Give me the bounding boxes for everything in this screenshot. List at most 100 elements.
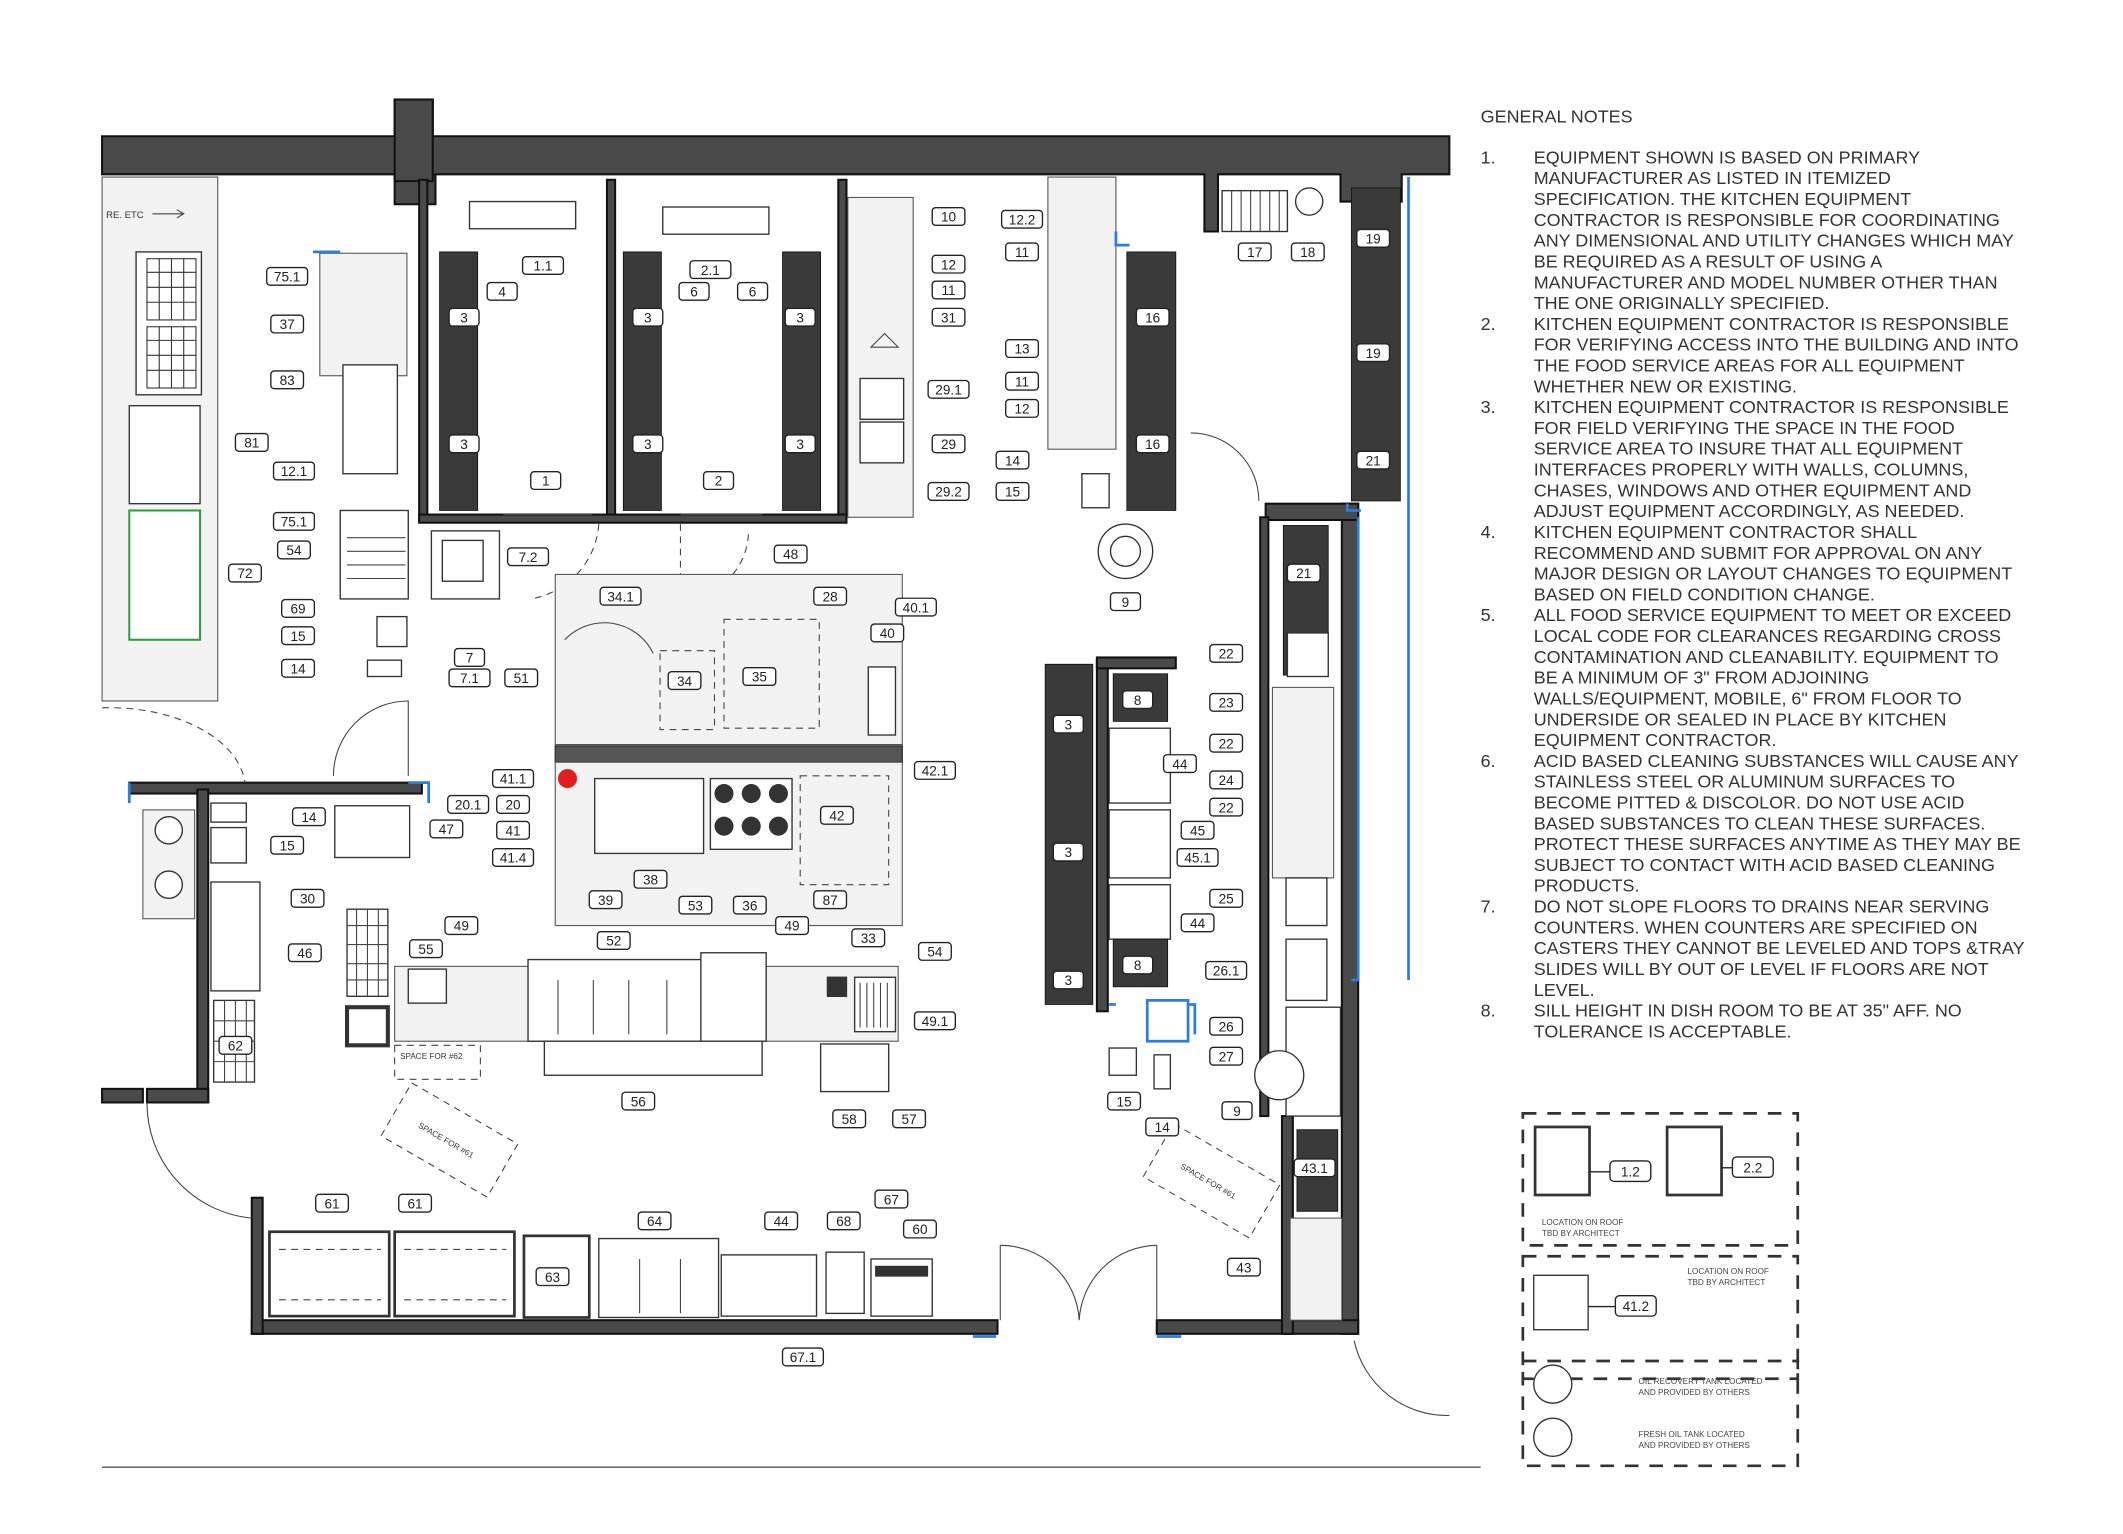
plan-drawing-element [319,252,408,377]
equipment-tag: 49 [775,916,810,936]
plan-drawing-element [128,509,202,641]
equipment-tag: 61 [315,1193,350,1213]
equipment-tag-label: 33 [861,931,876,946]
plan-drawing-element [1145,999,1190,1043]
equipment-tag-box [1005,242,1040,262]
equipment-tag-box [1237,242,1272,262]
equipment-tag: 67.1 [781,1347,825,1367]
equipment-tag: 38 [633,869,668,889]
equipment-tag: 26 [1209,1016,1244,1036]
equipment-tag-box [486,281,518,301]
plan-drawing-element [1285,938,1328,1002]
note-line: ACID BASED CLEANING SUBSTANCES WILL CAUS… [1534,751,2019,771]
equipment-tag-box [1209,797,1244,817]
equipment-tag-label: 36 [742,898,757,913]
equipment-tag-box [1135,307,1170,327]
equipment-tag-label: 3 [1065,717,1073,732]
note-line: SERVICE AREA TO INSURE THAT ALL EQUIPMEN… [1534,439,1963,459]
equipment-tag-label: 8 [1134,693,1142,708]
equipment-tag-box [270,835,305,855]
equipment-tag: 15 [281,626,316,646]
equipment-tag-box [444,916,479,936]
note-line: ANY DIMENSIONAL AND UTILITY CHANGES WHIC… [1534,231,2014,251]
equipment-tag-box [272,511,316,531]
bottom-wall-right [1155,1319,1360,1335]
plan-drawing-element [334,805,411,859]
equipment-tag: 9 [1109,592,1142,612]
equipment-tag-label: 67 [884,1192,899,1207]
equipment-tag: 14 [281,658,316,678]
equipment-tag-box [667,671,702,691]
equipment-tag-box [927,379,970,399]
equipment-tag: 7 [453,647,486,667]
plan-drawing-element [859,982,888,1028]
equipment-tag-box [1209,1046,1244,1066]
equipment-tag-label: 20.1 [455,798,481,813]
equipment-tag: 69 [281,598,316,618]
equipment-tag: 15 [1107,1091,1142,1111]
equipment-tag-box [429,819,464,839]
equipment-tag-label: 14 [301,810,317,825]
equipment-tag: 54 [276,540,311,560]
plan-drawing-element [859,377,905,420]
equipment-tag-box [506,547,550,567]
equipment-tag-box [1145,1117,1180,1137]
equipment-tag-box [530,471,562,491]
plan-drawing-element [1047,176,1117,450]
plan-drawing-element [768,816,788,836]
equipment-tag-box [1000,209,1044,229]
equipment-tag-box [813,586,848,606]
roof-note-2-line-1: LOCATION ON ROOF [1688,1267,1769,1276]
equipment-tag-label: 48 [783,547,798,562]
note-line: ADJUST EQUIPMENT ACCORDINGLY, AS NEEDED. [1534,501,1965,521]
equipment-tag: 41 [496,820,531,840]
equipment-tag-box [599,586,642,606]
equipment-tag-box [315,1193,350,1213]
plan-drawing-element [1108,1047,1138,1076]
equipment-tag-box [1162,754,1197,774]
equipment-tag-box [678,895,713,915]
plan-drawing-element [1109,535,1142,567]
equipment-tag: 25 [1209,888,1244,908]
equipment-tag: 19 [1356,228,1391,248]
equipment-tag-label: 41 [505,823,520,838]
equipment-tag-label: 6 [749,285,757,300]
equipment-tag-label: 49 [454,919,469,934]
blue-markers [127,177,1410,1338]
plan-drawing-element [741,816,761,836]
equipment-tag-label: 2.1 [701,263,720,278]
equipment-tag-label: 61 [324,1196,339,1211]
equipment-tag: 22 [1209,643,1244,663]
space-61-b-label: SPACE FOR #61 [1179,1162,1238,1201]
equipment-tag-label: 13 [1014,342,1029,357]
note-line: WHETHER NEW OR EXISTING. [1534,376,1797,396]
equipment-tag-box [291,807,326,827]
equipment-tag-label: 14 [1005,453,1021,468]
equipment-tag-box [521,255,565,276]
equipment-tag: 41.1 [491,769,535,789]
space-61-a [380,1082,519,1198]
plan-drawing-element [376,615,408,648]
equipment-tag-box [913,760,957,780]
equipment-tag-box [784,434,816,454]
equipment-tag: 18 [1290,242,1325,262]
equipment-tag-box [398,1193,433,1213]
equipment-tag-box [1107,1091,1142,1111]
equipment-tag: 14 [995,450,1030,470]
equipment-tag-box [1122,690,1154,710]
legend-tag-41-2: 41.2 [1614,1295,1657,1317]
equipment-tag-label: 42.1 [922,764,948,779]
equipment-tag-label: 52 [606,934,621,949]
plan-drawing-element [598,1237,720,1319]
equipment-tag-box [491,847,535,868]
equipment-tag: 21 [1356,450,1391,470]
plan-drawing-element [1521,1359,1800,1468]
equipment-tag: 23 [1209,692,1244,712]
equipment-tag-box [826,1211,861,1231]
equipment-tag-box [266,266,309,286]
note-line: KITCHEN EQUIPMENT CONTRACTOR SHALL [1534,522,1917,542]
plan-drawing-element [999,1244,1158,1321]
note-line: FOR FIELD VERIFYING THE SPACE IN THE FOO… [1534,418,1955,438]
equipment-tag: 24 [1209,770,1244,790]
plan-drawing-element [210,802,248,823]
